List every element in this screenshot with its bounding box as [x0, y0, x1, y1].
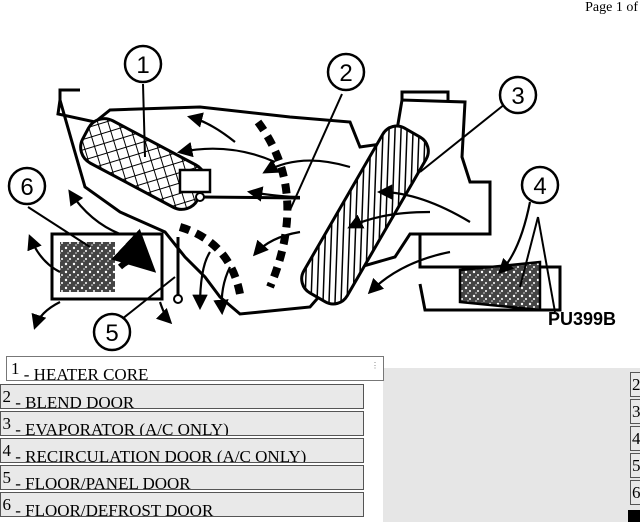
callout-4	[520, 165, 560, 205]
diagram-svg: 1 2 3 4 5 6 PU399B	[7, 44, 616, 352]
callout-5	[92, 312, 132, 352]
blend-door-swing-arc	[254, 119, 292, 289]
legend-item-number: 2	[2, 387, 12, 406]
legend-item-text: - HEATER CORE	[19, 365, 149, 381]
resize-grip-icon: ⋮	[371, 361, 379, 370]
page-counter: Page 1 of	[585, 0, 638, 15]
legend-item-text: - EVAPORATOR (A/C ONLY)	[11, 420, 229, 436]
callout-5-label: 5	[105, 320, 118, 347]
callout-6	[7, 166, 47, 206]
legend-table: 1 - HEATER CORE ⋮ 2 - BLEND DOOR 3 - EVA…	[0, 356, 640, 522]
legend-item-6: 6 - FLOOR/DEFROST DOOR	[0, 492, 364, 517]
legend-item-number: 6	[2, 495, 12, 514]
legend-item-2: 2 - BLEND DOOR	[0, 384, 364, 409]
legend-item-number: 5	[2, 468, 12, 487]
right-column-cell: 3	[630, 399, 640, 424]
right-column-cell: 2	[630, 372, 640, 397]
legend-item-1: 1 - HEATER CORE ⋮	[6, 356, 384, 381]
evaporator-icon	[300, 124, 430, 306]
legend-background	[383, 368, 640, 522]
legend-item-5: 5 - FLOOR/PANEL DOOR	[0, 465, 364, 490]
legend-item-4: 4 - RECIRCULATION DOOR (A/C ONLY)	[0, 438, 364, 463]
callout-leaders	[27, 83, 556, 328]
hvac-airflow-diagram: 1 2 3 4 5 6 PU399B	[0, 22, 640, 356]
callout-1-label: 1	[136, 52, 149, 79]
right-column-cell: 6	[630, 480, 640, 505]
legend-item-3: 3 - EVAPORATOR (A/C ONLY)	[0, 411, 364, 436]
callout-2	[326, 52, 366, 92]
corner-block	[628, 510, 640, 522]
right-column-cell: 5	[630, 453, 640, 478]
figure-code: PU399B	[548, 309, 616, 329]
legend-item-number: 3	[2, 414, 12, 433]
legend-item-text: - FLOOR/PANEL DOOR	[11, 474, 191, 490]
heater-core-icon	[79, 117, 212, 211]
right-column-cell: 4	[630, 426, 640, 451]
callout-4-label: 4	[533, 173, 546, 200]
legend-item-text: - FLOOR/DEFROST DOOR	[11, 501, 214, 517]
airflow-arrows	[27, 112, 532, 330]
floor-defrost-door-icon	[50, 228, 164, 301]
callout-6-label: 6	[20, 174, 33, 201]
legend-item-text: - RECIRCULATION DOOR (A/C ONLY)	[11, 447, 307, 463]
callout-3-label: 3	[511, 83, 524, 110]
callout-circles	[7, 44, 560, 352]
recirculation-door-icon	[458, 260, 542, 312]
callout-3	[498, 75, 538, 115]
legend-item-number: 1	[11, 359, 20, 378]
legend-item-text: - BLEND DOOR	[11, 393, 135, 409]
callout-2-label: 2	[339, 60, 352, 87]
legend-item-number: 4	[2, 441, 12, 460]
callout-1	[123, 44, 163, 84]
